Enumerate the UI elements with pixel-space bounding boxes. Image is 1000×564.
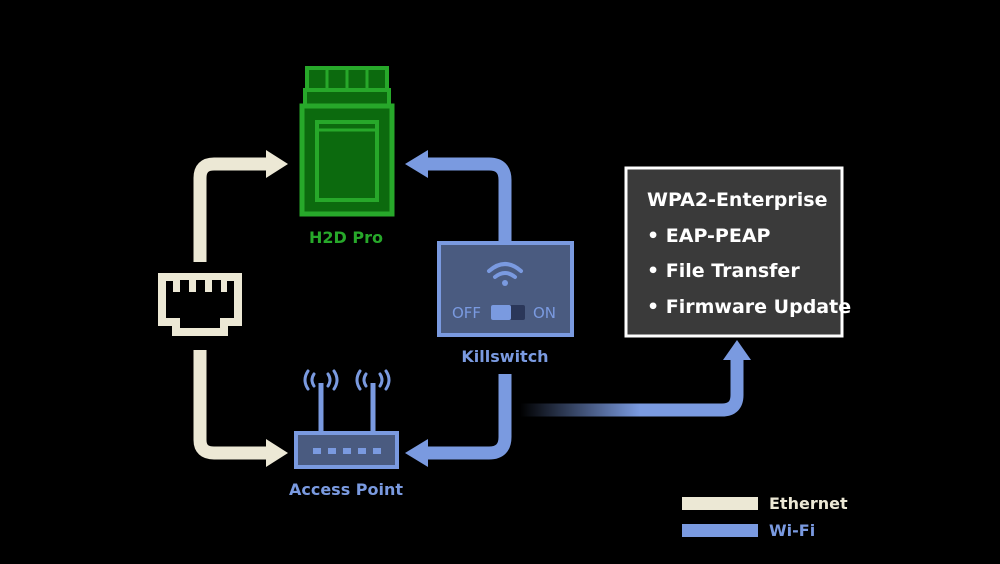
wifi-arrow-enterprise: [723, 340, 751, 360]
wifi-links: [405, 150, 751, 467]
legend: Ethernet Wi-Fi: [682, 494, 848, 540]
wifi-icon: [487, 262, 523, 286]
ethernet-link-to-access-point: [193, 350, 268, 460]
ethernet-port-icon: [158, 273, 242, 336]
ethernet-link-to-printer: [193, 157, 268, 262]
killswitch-panel[interactable]: OFF ON: [437, 241, 574, 337]
ethernet-arrow-printer: [266, 150, 288, 178]
ethernet-links: [193, 150, 288, 467]
info-box-title: WPA2-Enterprise: [647, 189, 827, 211]
wifi-link-killswitch-to-printer: [426, 157, 512, 242]
legend-wifi-swatch: [682, 524, 758, 537]
3d-printer-icon: [299, 66, 395, 217]
info-box-item: • File Transfer: [647, 260, 800, 282]
wpa2-enterprise-box: WPA2-Enterprise • EAP-PEAP • File Transf…: [624, 166, 851, 338]
printer-label: H2D Pro: [309, 228, 383, 247]
wifi-arrow-printer: [405, 150, 428, 178]
switch-on-label: ON: [533, 304, 556, 322]
legend-ethernet-label: Ethernet: [769, 494, 848, 513]
ethernet-arrow-access-point: [266, 439, 288, 467]
legend-wifi-label: Wi-Fi: [769, 521, 815, 540]
switch-off-label: OFF: [452, 304, 481, 322]
info-box-item: • EAP-PEAP: [647, 225, 771, 247]
access-point-label: Access Point: [289, 480, 403, 499]
legend-ethernet-swatch: [682, 497, 758, 510]
wifi-link-to-enterprise: [520, 358, 744, 417]
wifi-router-icon: [294, 369, 399, 469]
wifi-arrow-access-point: [405, 439, 428, 467]
wifi-link-killswitch-to-access-point: [426, 374, 512, 460]
toggle-switch[interactable]: [491, 305, 525, 320]
killswitch-label: Killswitch: [461, 347, 548, 366]
info-box-item: • Firmware Update: [647, 296, 851, 318]
